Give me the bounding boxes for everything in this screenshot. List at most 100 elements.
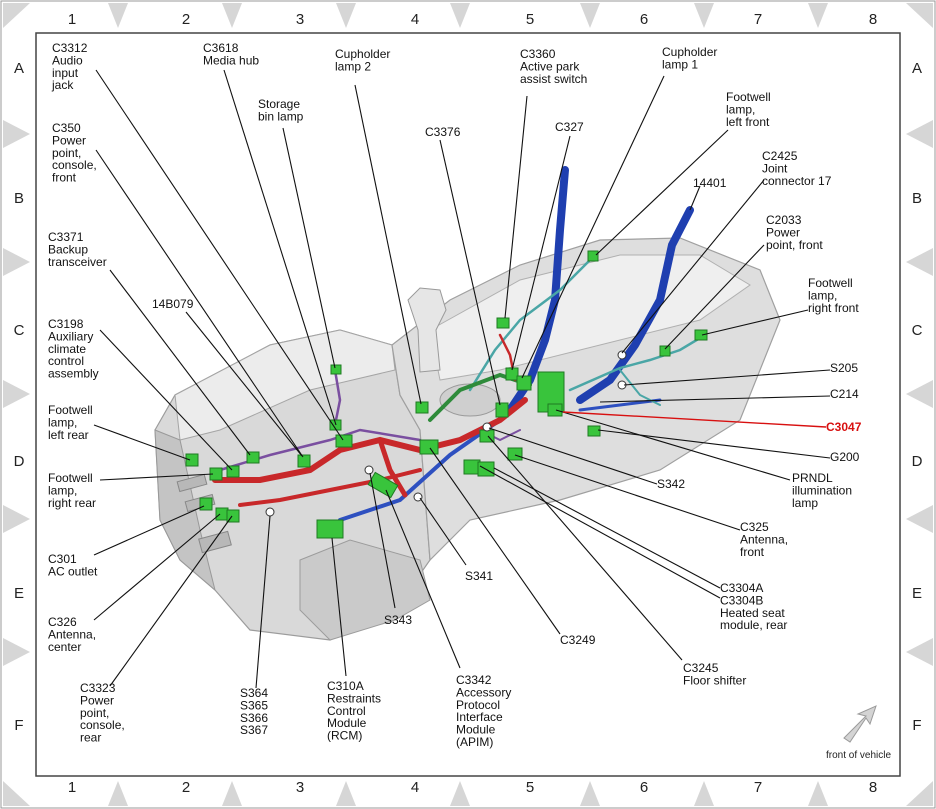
grid-row-label-left: C [14, 322, 25, 339]
callout-line: lamp, [48, 483, 77, 497]
grid-row-label-left: A [14, 60, 24, 77]
front-of-vehicle-label: front of vehicle [826, 750, 891, 761]
arrow-icon [843, 705, 877, 743]
callout-line: PRNDL [792, 471, 833, 485]
callout-line: C3047 [826, 420, 862, 434]
grid-column-label-bottom: 6 [640, 779, 648, 796]
callout-line: C3198 [48, 317, 84, 331]
connector-rcm [316, 519, 344, 539]
connector-14b079 [297, 454, 311, 468]
callout-line: climate [48, 342, 86, 356]
callout-line: input [52, 66, 79, 80]
callout-s342: S342 [657, 477, 685, 491]
callout-line: 14B079 [152, 297, 194, 311]
callout-line: S367 [240, 723, 268, 737]
callout-line: illumination [792, 483, 852, 497]
callout-line: lamp, [726, 102, 755, 116]
grid-column-label-bottom: 4 [411, 779, 419, 796]
callout-line: right rear [48, 496, 96, 510]
callout-line: Protocol [456, 698, 500, 712]
callout-line: transceiver [48, 255, 107, 269]
callout-line: assist switch [520, 72, 587, 86]
grid-row-label-right: D [912, 453, 923, 470]
grid-row-label-right: F [912, 717, 921, 734]
callout-line: C3618 [203, 41, 239, 55]
callout-line: S343 [384, 613, 412, 627]
harness-teal-c [619, 369, 661, 406]
callout-line: S341 [465, 569, 493, 583]
grid-column-label-top: 6 [640, 11, 648, 28]
connector-apim [367, 471, 399, 499]
callout-line: C3360 [520, 47, 556, 61]
harness-blue-c [338, 418, 502, 522]
callout-c3047: C3047 [826, 420, 862, 434]
gear-shifter [407, 287, 447, 373]
callout-line: Audio [52, 53, 83, 67]
connector-prndl [547, 403, 563, 417]
callout-line: Footwell [726, 90, 771, 104]
callout-line: S205 [830, 361, 858, 375]
callout-line: console, [80, 718, 125, 732]
callout-line: C3245 [683, 661, 719, 675]
connector-storage-bin-lamp [330, 364, 342, 375]
callout-line: module, rear [720, 618, 787, 632]
callout-line: C350 [52, 121, 81, 135]
grid-column-label-bottom: 8 [869, 779, 877, 796]
callout-line: Antenna, [48, 627, 96, 641]
callout-line: Backup [48, 242, 88, 256]
harness-purple-b [333, 368, 342, 427]
callout-line: C301 [48, 552, 77, 566]
callout-line: S342 [657, 477, 685, 491]
harness-teal-a [468, 253, 597, 392]
grid-row-label-left: F [14, 717, 23, 734]
callout-line: Storage [258, 97, 300, 111]
connector-power-point-front [659, 345, 671, 357]
grid-row-label-right: C [912, 322, 923, 339]
cupholder [439, 383, 501, 417]
connector-antenna-center [215, 507, 229, 521]
callout-line: center [48, 640, 81, 654]
connector-c3360 [496, 317, 510, 329]
callout-line: lamp [792, 496, 818, 510]
callout-line: jack [51, 78, 74, 92]
grid-row-label-right: B [912, 190, 922, 207]
connector-antenna-front [507, 447, 523, 461]
callout-line: Footwell [808, 276, 853, 290]
grid-column-label-top: 1 [68, 11, 76, 28]
callout-line: C310A [327, 679, 364, 693]
callout-line: point, [52, 146, 81, 160]
splice-s341 [413, 492, 423, 502]
grid-column-label-top: 2 [182, 11, 190, 28]
callout-line: right front [808, 301, 859, 315]
callout-line: C327 [555, 120, 584, 134]
connector-c3376 [495, 402, 509, 418]
callout-line: Joint [762, 161, 788, 175]
callout-line: point, front [766, 238, 823, 252]
callout-line: Floor shifter [683, 673, 746, 687]
callout-line: lamp, [48, 415, 77, 429]
splice-s342 [482, 422, 492, 432]
callout-line: point, [80, 706, 109, 720]
callout-n14401: 14401 [693, 176, 727, 190]
callout-c327: C327 [555, 120, 584, 134]
callout-line: Power [766, 225, 800, 239]
callout-line: left front [726, 115, 770, 129]
front-of-vehicle-indicator: front of vehicle [826, 705, 891, 761]
callout-line: Accessory [456, 685, 511, 699]
callout-line: C3312 [52, 41, 88, 55]
callout-line: G200 [830, 450, 860, 464]
